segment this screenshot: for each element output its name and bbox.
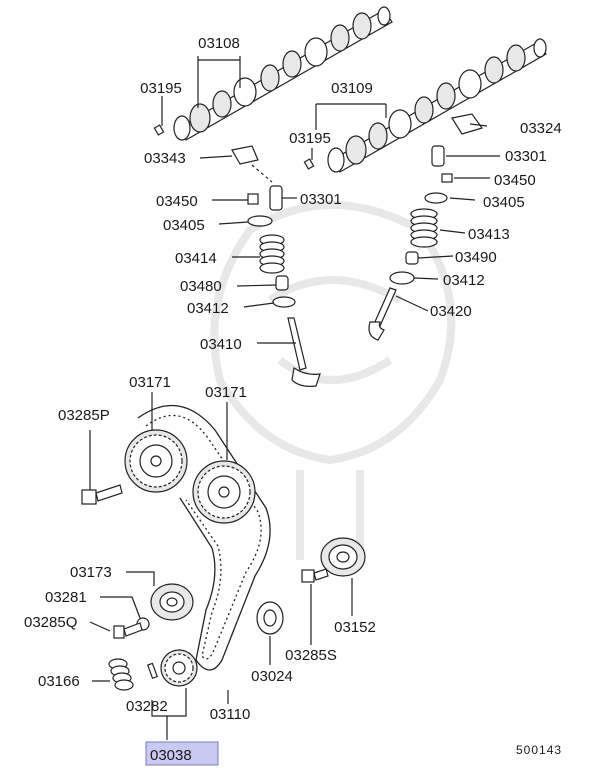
lash-adjuster-dash <box>251 164 273 183</box>
label-03450-left[interactable]: 03450 <box>156 193 198 210</box>
label-03166[interactable]: 03166 <box>38 673 80 690</box>
spring-seat-left <box>272 296 296 308</box>
key-03282 <box>146 662 158 680</box>
leader-lines <box>89 56 500 740</box>
label-03410[interactable]: 03410 <box>200 336 242 353</box>
pin-03195-right <box>303 158 315 170</box>
label-03195-right[interactable]: 03195 <box>289 130 331 147</box>
label-03405-left[interactable]: 03405 <box>163 217 205 234</box>
stem-seal-03490 <box>405 251 419 265</box>
label-03285S[interactable]: 03285S <box>285 647 337 664</box>
label-03301-left[interactable]: 03301 <box>300 191 342 208</box>
label-03195-left[interactable]: 03195 <box>140 80 182 97</box>
crankshaft-sprocket <box>160 649 198 687</box>
camshaft-intake <box>173 6 393 141</box>
lash-adjuster-right <box>431 145 445 167</box>
bolt-03285S <box>301 568 329 583</box>
spring-retainer-left <box>247 215 273 227</box>
label-03281[interactable]: 03281 <box>45 589 87 606</box>
lash-adjuster-left <box>269 185 283 211</box>
spring-retainer-right <box>424 192 448 204</box>
label-03324[interactable]: 03324 <box>520 120 562 137</box>
label-03480[interactable]: 03480 <box>180 278 222 295</box>
spring-seat-right <box>389 271 415 285</box>
stem-seal-right <box>441 173 453 183</box>
valve-left <box>287 317 321 387</box>
camshaft-sprocket-left <box>124 429 188 493</box>
label-03173[interactable]: 03173 <box>70 564 112 581</box>
valve-spring-right <box>410 208 438 248</box>
valve-spring-left <box>259 234 285 274</box>
label-03420[interactable]: 03420 <box>430 303 472 320</box>
label-03110[interactable]: 03110 <box>210 706 251 723</box>
label-03171-left[interactable]: 03171 <box>129 374 171 391</box>
watermark-emblem <box>210 201 456 560</box>
label-03038[interactable]: 03038 <box>150 747 192 764</box>
label-03343[interactable]: 03343 <box>144 150 186 167</box>
label-03450-right[interactable]: 03450 <box>494 172 536 189</box>
idler-pulley <box>320 537 366 577</box>
tensioner-pulley <box>150 583 194 621</box>
label-03412-right[interactable]: 03412 <box>443 272 485 289</box>
label-03285Q[interactable]: 03285Q <box>24 614 77 631</box>
bolt-03285Q <box>113 622 143 639</box>
valve-right <box>368 287 397 341</box>
tensioner-spring <box>108 658 134 691</box>
pin-03195-left <box>153 124 165 136</box>
label-03282[interactable]: 03282 <box>126 698 168 715</box>
timing-belt <box>137 404 271 671</box>
label-03109[interactable]: 03109 <box>331 80 373 97</box>
rocker-arm-right <box>451 113 483 135</box>
camshaft-exhaust <box>327 38 547 173</box>
label-03405-right[interactable]: 03405 <box>483 194 525 211</box>
washer-03024 <box>256 601 284 635</box>
camshaft-sprocket-right <box>192 460 256 524</box>
label-03301-right[interactable]: 03301 <box>505 148 547 165</box>
label-03171-right[interactable]: 03171 <box>205 384 247 401</box>
label-03108[interactable]: 03108 <box>198 35 240 52</box>
label-03152[interactable]: 03152 <box>334 619 376 636</box>
label-03024[interactable]: 03024 <box>251 668 293 685</box>
rocker-arm-left <box>231 145 259 165</box>
bolt-03285P <box>81 484 123 505</box>
label-03038-highlight <box>145 741 219 766</box>
valve-stem-seal-left <box>247 193 259 205</box>
diagram-number: 500143 <box>516 743 562 757</box>
label-03490[interactable]: 03490 <box>455 249 497 266</box>
stem-seal-03480 <box>275 275 289 291</box>
label-03412-left[interactable]: 03412 <box>187 300 229 317</box>
label-03414[interactable]: 03414 <box>175 250 217 267</box>
label-03285P[interactable]: 03285P <box>58 407 110 424</box>
label-03413[interactable]: 03413 <box>468 226 510 243</box>
